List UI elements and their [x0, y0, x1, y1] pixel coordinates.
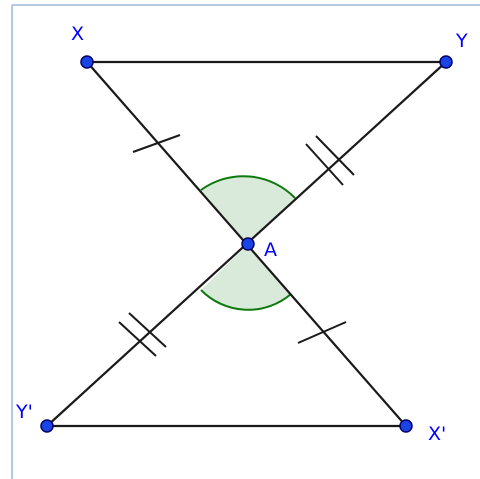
tick-a-xp [297, 321, 347, 344]
tick-a-y-2 [315, 135, 355, 176]
angle-marker-bottom-fill [201, 244, 291, 310]
point-a[interactable] [241, 237, 255, 251]
label-xp: X' [428, 423, 446, 445]
label-x: X [71, 23, 84, 45]
label-y: Y [455, 30, 468, 52]
point-yp[interactable] [40, 419, 54, 433]
tick-a-yp-2 [128, 312, 167, 348]
angle-marker-top-arc [200, 175, 296, 199]
tick-a-yp-1 [118, 321, 157, 357]
tick-a-y-1 [305, 143, 344, 186]
angle-marker-top-fill [201, 176, 295, 244]
tick-x-a [132, 134, 181, 153]
point-y[interactable] [439, 55, 453, 69]
point-xp[interactable] [399, 419, 413, 433]
label-a: A [264, 239, 277, 261]
point-x[interactable] [80, 55, 94, 69]
label-yp: Y' [15, 401, 33, 423]
angle-marker-bottom-arc [200, 289, 292, 311]
